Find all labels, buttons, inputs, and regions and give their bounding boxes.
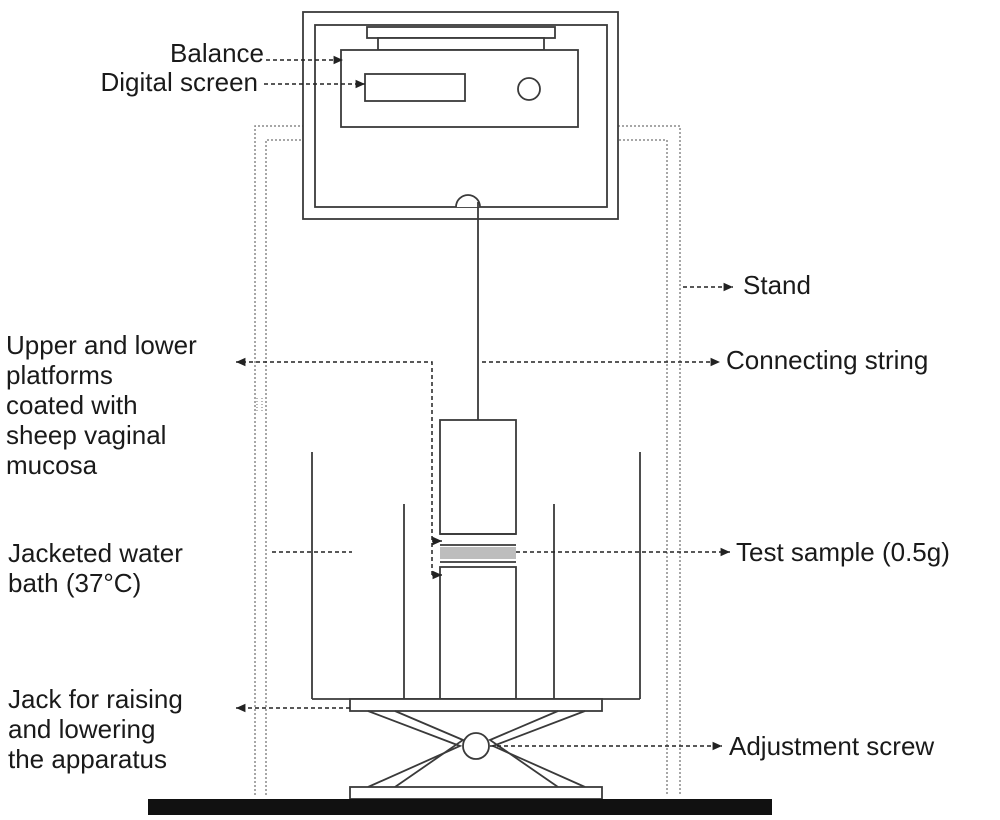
label-balance: Balance	[170, 38, 264, 68]
balance-knob	[517, 77, 541, 101]
digital-screen-display	[364, 73, 466, 102]
label-jack: Jack for raising and lowering the appara…	[8, 684, 183, 774]
label-stand: Stand	[743, 270, 811, 300]
label-test-sample: Test sample (0.5g)	[736, 537, 950, 567]
label-connecting-string: Connecting string	[726, 345, 929, 375]
label-adjustment-screw: Adjustment screw	[729, 731, 935, 761]
stand-marks	[256, 398, 263, 412]
adjustment-screw-knob	[462, 732, 490, 760]
platforms-leader	[236, 357, 433, 575]
jack-top-plate	[349, 698, 603, 712]
balance-hook	[455, 194, 481, 208]
label-platforms: Upper and lower platforms coated with sh…	[6, 330, 197, 480]
label-digital-screen: Digital screen	[100, 67, 258, 97]
jack-scissor	[367, 710, 586, 788]
ground-base	[148, 799, 772, 815]
label-water-bath: Jacketed water bath (37°C)	[8, 538, 183, 598]
upper-platform	[439, 419, 517, 535]
lower-platform	[439, 566, 517, 700]
jack-base-plate	[349, 786, 603, 800]
balance-pan	[366, 26, 556, 51]
test-sample	[440, 547, 516, 559]
